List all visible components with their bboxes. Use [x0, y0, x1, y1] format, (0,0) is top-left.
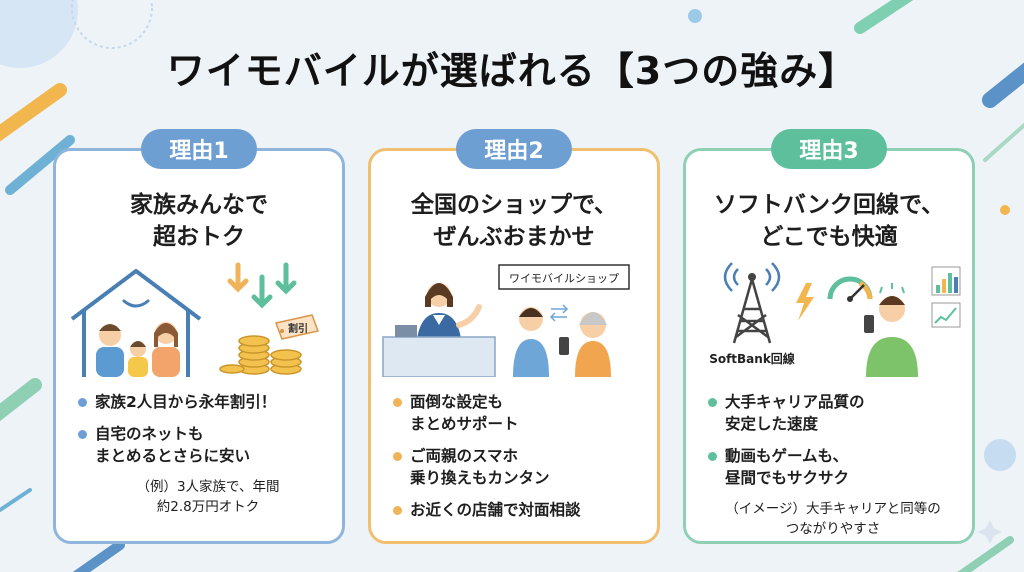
- page-title: ワイモバイルが選ばれる【3つの強み】: [166, 49, 858, 93]
- reason-heading-1: 家族みんなで 超おトク: [130, 192, 268, 250]
- reason-card-1: 理由1 家族みんなで 超おトク: [53, 129, 345, 544]
- list-item: 大手キャリア品質の 安定した速度: [708, 391, 958, 435]
- elder-icon: [575, 312, 611, 377]
- coins-icon: [219, 335, 302, 375]
- user-phone-icon: [864, 283, 918, 377]
- shop-staff-icon: [382, 283, 496, 377]
- phone-icon: [559, 337, 569, 355]
- signal-tower-icon: SoftBank回線: [709, 262, 795, 366]
- list-item: お近くの店舗で対面相談: [393, 499, 643, 521]
- down-arrows-icon: [227, 262, 297, 309]
- svg-text:SoftBank回線: SoftBank回線: [709, 351, 795, 366]
- reason-bullets-1: 家族2人目から永年割引！ 自宅のネットも まとめるとさらに安い （例）3人家族で…: [78, 391, 328, 517]
- speedometer-icon: [827, 276, 873, 302]
- svg-text:割引: 割引: [288, 322, 308, 335]
- bullet-dot-icon: [78, 430, 87, 439]
- example-note: （例）3人家族で、年間 約2.8万円オトク: [136, 479, 280, 515]
- reason-card-3: 理由3 ソフトバンク回線で、 どこでも快適 SoftBank回線: [683, 129, 975, 544]
- reason-badge-2: 理由2: [456, 129, 572, 169]
- list-item: 動画もゲームも、 昼間でもサクサク: [708, 445, 958, 489]
- reason-heading-2: 全国のショップで、 ぜんぶおまかせ: [410, 192, 618, 250]
- reason-heading-3: ソフトバンク回線で、 どこでも快適: [713, 192, 945, 250]
- bullet-dot-icon: [78, 398, 87, 407]
- bullet-dot-icon: [393, 398, 402, 407]
- list-item: 家族2人目から永年割引！: [78, 391, 328, 413]
- bullet-dot-icon: [393, 506, 402, 515]
- bar-chart-icon: [931, 266, 961, 328]
- family-savings-illustration: 割引: [70, 262, 320, 377]
- reason-bullets-2: 面倒な設定も まとめサポート ご両親のスマホ 乗り換えもカンタン お近くの店舗で…: [393, 391, 643, 531]
- bullet-dot-icon: [393, 452, 402, 461]
- shop-support-illustration: ワイモバイルショップ: [382, 264, 630, 377]
- list-item: 面倒な設定も まとめサポート: [393, 391, 643, 435]
- reason-bullets-3: 大手キャリア品質の 安定した速度 動画もゲームも、 昼間でもサクサク （イメージ…: [708, 391, 958, 539]
- reason-badge-1: 理由1: [141, 129, 257, 169]
- reason-badge-3: 理由3: [771, 129, 887, 169]
- discount-tag-icon: 割引: [274, 314, 320, 340]
- customer-icon: [513, 307, 549, 377]
- network-illustration: SoftBank回線: [709, 262, 961, 377]
- example-note: （イメージ）大手キャリアと同等の つながりやすさ: [725, 501, 941, 537]
- house-family-icon: [70, 269, 202, 377]
- exchange-arrows-icon: [549, 304, 569, 322]
- bullet-dot-icon: [708, 452, 717, 461]
- list-item: ご両親のスマホ 乗り換えもカンタン: [393, 445, 643, 489]
- reason-card-2: 理由2 全国のショップで、 ぜんぶおまかせ ワイモバイルショップ: [368, 129, 660, 544]
- lightning-icon: [796, 283, 814, 321]
- svg-text:ワイモバイルショップ: ワイモバイルショップ: [509, 272, 619, 285]
- list-item: 自宅のネットも まとめるとさらに安い: [78, 423, 328, 467]
- bullet-dot-icon: [708, 398, 717, 407]
- shop-sign-icon: ワイモバイルショップ: [498, 264, 630, 290]
